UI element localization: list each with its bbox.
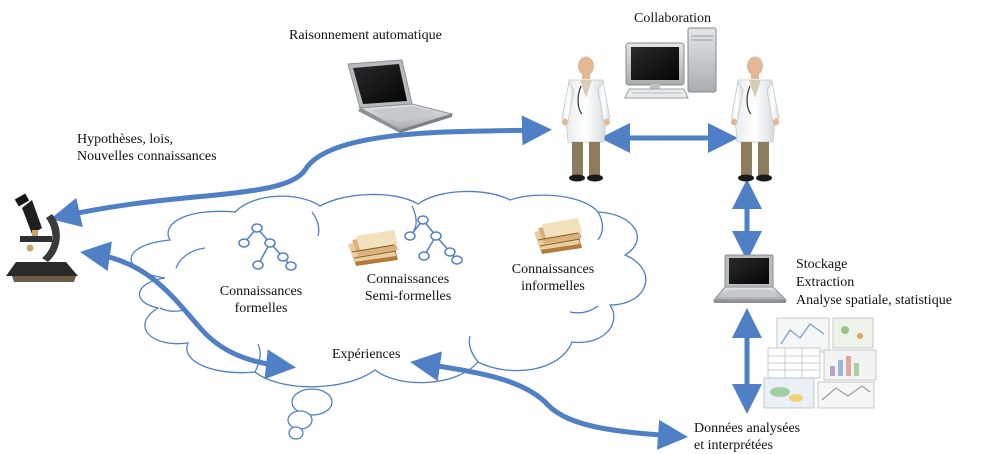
label-collaboration: Collaboration [634,11,711,26]
data-charts-icon [763,317,877,409]
desktop-computer-icon [624,27,717,99]
label-experiences: Expériences [332,347,401,362]
arrow-hypotheses [50,115,552,228]
label-formelles-line1: Connaissances [219,284,303,299]
arrow-experiences-left [80,241,296,380]
label-raisonnement: Raisonnement automatique [289,28,442,43]
thought-bubbles [287,388,333,440]
scientist-icon [730,56,780,182]
label-formelles-line2: formelles [234,301,288,316]
arrow-experiences-right [410,351,688,450]
scientist-icon [561,56,611,182]
label-informelles-line1: Connaissances [511,262,595,277]
tree-graph-icon [404,215,463,265]
label-hypotheses-line2: Nouvelles connaissances [77,149,217,164]
label-donnees-line2: et interprétées [694,438,773,453]
documents-stack-icon [348,230,398,266]
label-donnees-line1: Données analysées [694,421,801,436]
laptop-icon [347,59,454,133]
label-informelles-line2: informelles [521,279,585,294]
laptop-icon [712,254,788,303]
documents-stack-icon [534,218,582,254]
label-stockage: Stockage [796,257,848,272]
label-extraction: Extraction [796,275,855,290]
label-hypotheses-line1: Hypothèses, lois, [77,132,174,147]
microscope-icon [6,193,78,282]
tree-graph-icon [238,223,297,271]
label-semi-line1: Connaissances [366,272,450,287]
label-semi-line2: Semi-formelles [364,289,452,304]
label-analyse: Analyse spatiale, statistique [796,293,952,308]
